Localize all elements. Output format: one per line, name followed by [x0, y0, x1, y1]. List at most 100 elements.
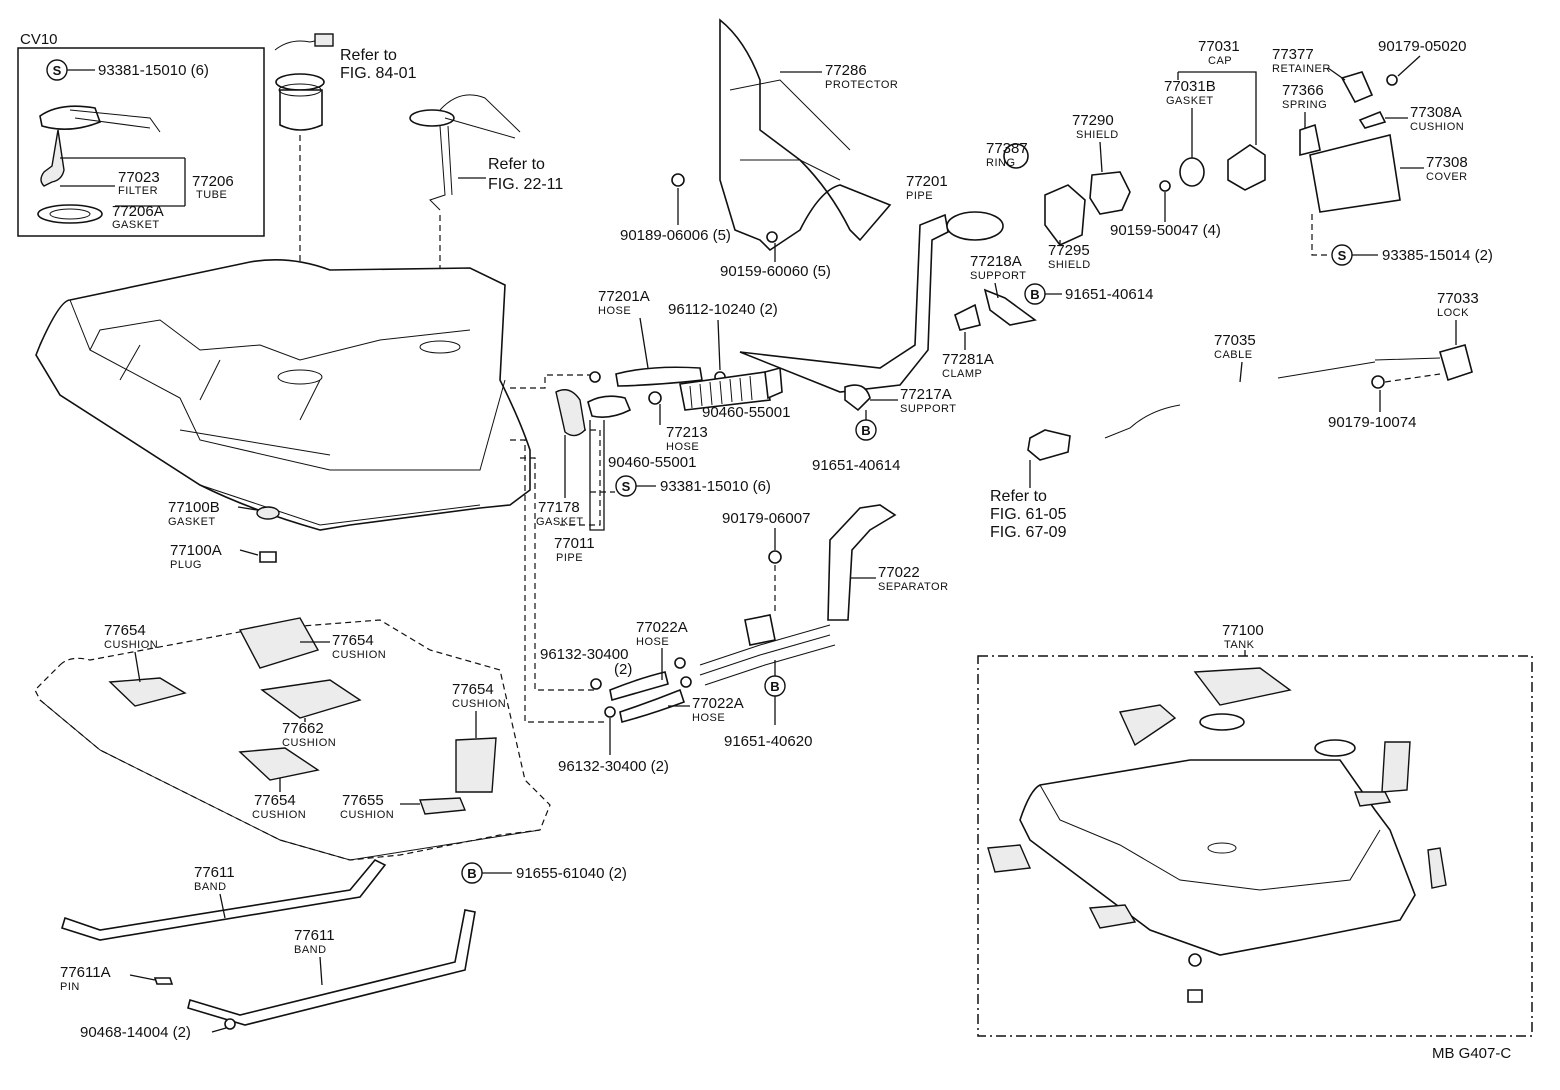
- label-77654-c: 77654: [452, 681, 494, 698]
- caption-hose-77213: HOSE: [666, 441, 699, 453]
- caption-ring: RING: [986, 157, 1016, 169]
- tank-77100-drawing: [987, 667, 1447, 1003]
- label-77031b: 77031B: [1164, 78, 1216, 95]
- label-77290: 77290: [1072, 112, 1114, 129]
- label-77031: 77031: [1198, 38, 1240, 55]
- tank-bands: [61, 859, 476, 1030]
- cushion-77654-c-shape: [455, 737, 497, 793]
- fuel-pump-icon: [274, 33, 334, 131]
- label-91651-top: 91651-40614: [1065, 286, 1153, 303]
- label-77011: 77011: [554, 535, 595, 552]
- label-77377: 77377: [1272, 46, 1314, 63]
- caption-tank: TANK: [1224, 639, 1255, 651]
- label-77286: 77286: [825, 62, 867, 79]
- b-symbol-91651-40620: B: [764, 675, 786, 697]
- pipe-77011-shape: [587, 395, 632, 418]
- vapor-separator: [590, 504, 897, 723]
- label-77217a: 77217A: [900, 386, 952, 403]
- label-77308: 77308: [1426, 154, 1468, 171]
- separator-77022-shape: [827, 504, 897, 621]
- gasket-77100b-shape: [256, 506, 280, 520]
- caption-cushion-77654-c: CUSHION: [452, 698, 506, 710]
- hose-77022a-1-shape: [609, 671, 669, 702]
- cushion-77655-shape: [419, 797, 467, 815]
- refer-to-3: Refer to: [990, 488, 1047, 505]
- b-symbol-91651-mid: B: [855, 419, 877, 441]
- spring-77366-shape: [1299, 123, 1321, 157]
- cover-77308-shape: [1309, 134, 1401, 213]
- b-symbol-91651-top: B: [1024, 283, 1046, 305]
- label-77100: 77100: [1222, 622, 1264, 639]
- caption-gasket-77178: GASKET: [536, 516, 584, 528]
- label-77218a: 77218A: [970, 253, 1022, 270]
- band-77611-a-shape: [61, 859, 387, 941]
- caption-filter: FILTER: [118, 185, 158, 197]
- caption-support-77217a: SUPPORT: [900, 403, 956, 415]
- label-77100a: 77100A: [170, 542, 222, 559]
- caption-retainer: RETAINER: [1272, 63, 1331, 75]
- svg-text:B: B: [861, 423, 870, 438]
- label-77611a: 77611A: [60, 964, 111, 981]
- label-77206a: 77206A: [112, 203, 164, 220]
- pin-77611a-shape: [153, 977, 174, 985]
- ring-77387-shape: [1003, 143, 1029, 169]
- caption-plug: PLUG: [170, 559, 202, 571]
- caption-support-77218a: SUPPORT: [970, 270, 1026, 282]
- ref-fig-84-01: FIG. 84-01: [340, 65, 417, 82]
- shield-77295-shape: [1044, 184, 1086, 246]
- label-77201a: 77201A: [598, 288, 650, 305]
- lock-77033-shape: [1439, 344, 1473, 382]
- footer-code: MB G407-C: [1432, 1045, 1511, 1062]
- inset-pump-sender-icon: [37, 105, 161, 224]
- svg-text:S: S: [53, 63, 62, 78]
- caption-cable: CABLE: [1214, 349, 1253, 361]
- ref-fig-67-09: FIG. 67-09: [990, 524, 1067, 541]
- caption-band-b: BAND: [294, 944, 327, 956]
- label-90179-05020: 90179-05020: [1378, 38, 1466, 55]
- label-90468: 90468-14004 (2): [80, 1024, 191, 1041]
- caption-cushion-77308a: CUSHION: [1410, 121, 1464, 133]
- gasket-77031b-shape: [1179, 157, 1205, 187]
- caption-band-a: BAND: [194, 881, 227, 893]
- label-77387: 77387: [986, 140, 1028, 157]
- refer-to-2: Refer to: [488, 156, 545, 173]
- label-77654-a: 77654: [104, 622, 146, 639]
- ref-fig-22-11: FIG. 22-11: [488, 176, 563, 193]
- caption-separator: SEPARATOR: [878, 581, 949, 593]
- label-90189: 90189-06006 (5): [620, 227, 731, 244]
- label-77201: 77201: [906, 173, 948, 190]
- label-77023: 77023: [118, 169, 160, 186]
- caption-cushion-77654-a: CUSHION: [104, 639, 158, 651]
- cushion-77662-shape: [260, 679, 362, 719]
- svg-text:B: B: [467, 866, 476, 881]
- fuel-cap-and-lid: [1003, 71, 1401, 256]
- caption-clamp: CLAMP: [942, 368, 982, 380]
- label-77178: 77178: [538, 499, 580, 516]
- label-77033: 77033: [1437, 290, 1479, 307]
- s-symbol-93381-main: S: [615, 475, 637, 497]
- label-77022a-1: 77022A: [636, 619, 688, 636]
- filler-pipe-77201-shape: [739, 213, 949, 393]
- label-77035: 77035: [1214, 332, 1256, 349]
- label-90460-b: 90460-55001: [608, 454, 696, 471]
- svg-text:S: S: [622, 479, 631, 494]
- caption-cover: COVER: [1426, 171, 1468, 183]
- label-90179-10074: 90179-10074: [1328, 414, 1416, 431]
- label-77213: 77213: [666, 424, 708, 441]
- label-90159-60060: 90159-60060 (5): [720, 263, 831, 280]
- caption-pipe-77011: PIPE: [556, 552, 583, 564]
- caption-hose-77201a: HOSE: [598, 305, 631, 317]
- label-93381-inset: 93381-15010 (6): [98, 62, 209, 79]
- caption-cushion-77662: CUSHION: [282, 737, 336, 749]
- inset-cv10: CV10 S 93381-15010 (6) 77023 FILTER 7720…: [17, 31, 265, 237]
- caption-gasket-77100b: GASKET: [168, 516, 216, 528]
- gasket-77178-shape: [555, 389, 586, 437]
- hose-77213-shape: [679, 371, 771, 411]
- label-91655: 91655-61040 (2): [516, 865, 627, 882]
- protector-77286-shape: [719, 18, 892, 252]
- label-77295: 77295: [1048, 242, 1090, 259]
- label-77022a-2: 77022A: [692, 695, 744, 712]
- s-symbol-93385: S: [1331, 244, 1353, 266]
- label-90460-a: 90460-55001: [702, 404, 790, 421]
- label-91651-40620: 91651-40620: [724, 733, 812, 750]
